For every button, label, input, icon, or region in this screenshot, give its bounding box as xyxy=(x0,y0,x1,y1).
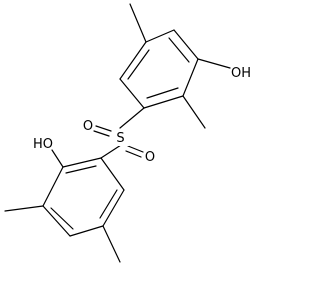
methyl-bond-left xyxy=(4,205,44,212)
double-bond-so-lower-a xyxy=(127,145,144,153)
double-bond-so-lower-b xyxy=(125,150,142,158)
atom-label-oxygen-upper: O xyxy=(83,119,93,134)
bond xyxy=(145,29,175,43)
bond xyxy=(127,49,150,80)
bond-ring-to-sulfur-upper xyxy=(119,107,145,129)
chemical-structure-diagram: OH HO S O O xyxy=(4,3,251,263)
bond xyxy=(143,95,184,109)
bond xyxy=(42,166,64,207)
bond xyxy=(119,41,147,80)
bond xyxy=(182,58,199,97)
bond xyxy=(119,78,145,109)
lower-aromatic-ring xyxy=(42,157,125,237)
bond xyxy=(65,165,97,174)
atom-label-oxygen-lower: O xyxy=(145,150,155,165)
bond xyxy=(50,207,74,230)
bond xyxy=(69,225,104,237)
atom-mask-sulfur xyxy=(112,129,129,146)
bond xyxy=(102,189,125,227)
atom-label-sulfur: S xyxy=(116,131,124,146)
bond xyxy=(100,157,125,191)
methyl-bond-bottom xyxy=(102,225,121,263)
bond xyxy=(168,37,190,63)
atom-label-ho-bottom: HO xyxy=(33,137,53,152)
bond-sulfur-to-ring-lower xyxy=(100,144,122,159)
hydroxyl-bond-bottom xyxy=(51,149,64,168)
bond xyxy=(62,157,102,168)
bond xyxy=(146,87,179,99)
atom-label-oh-top: OH xyxy=(231,66,251,81)
bond xyxy=(173,29,199,60)
double-bond-so-upper-a xyxy=(95,125,112,132)
double-bond-so-upper-b xyxy=(93,130,110,137)
methyl-bond-top xyxy=(129,3,147,43)
bond xyxy=(99,189,118,219)
methyl-bond-right xyxy=(182,95,206,129)
bond xyxy=(42,205,71,237)
hydroxyl-bond-top xyxy=(197,58,231,69)
upper-aromatic-ring xyxy=(119,29,199,109)
